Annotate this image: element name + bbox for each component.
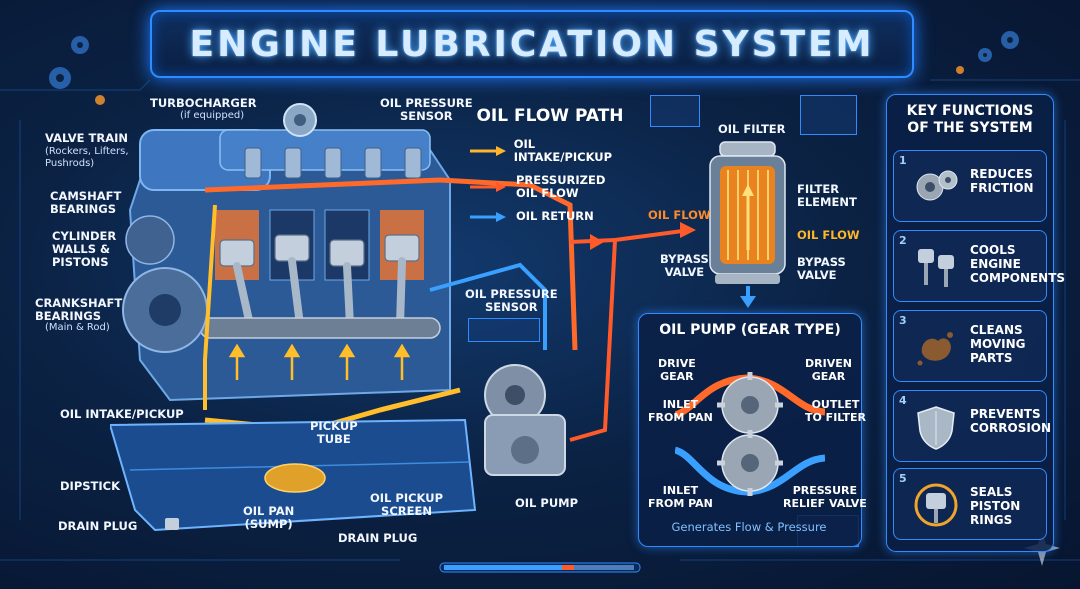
oil-pressure-sensor-mid-label: OIL PRESSURE SENSOR [465, 287, 558, 314]
function-label: CLEANS MOVING PARTS [970, 323, 1026, 365]
legend-label: PRESSURIZED OIL FLOW [516, 173, 606, 200]
gears-icon [916, 170, 958, 201]
arrow-icon [470, 146, 506, 156]
filter-element-label: FILTER ELEMENT [797, 182, 857, 209]
oil-pump-illustration [484, 364, 566, 476]
pickup-tube-label: PICKUP TUBE [310, 419, 358, 446]
bypass-valve-right-label: BYPASS VALVE [797, 255, 846, 282]
function-label: REDUCES FRICTION [970, 167, 1034, 195]
dipstick-label: DIPSTICK [60, 479, 121, 493]
oil-filter-title: OIL FILTER [718, 122, 786, 136]
gear-icon [49, 36, 105, 105]
sludge-icon [917, 332, 953, 366]
legend-item-return: OIL RETURN [470, 210, 630, 223]
crankshaft-bearings-label: CRANKSHAFT BEARINGS [35, 296, 123, 323]
function-card-2: 2 COOLS ENGINE COMPONENTS [893, 230, 1066, 302]
turbocharger-note: (if equipped) [180, 110, 245, 121]
oil-pump-label: OIL PUMP [515, 496, 579, 510]
function-card-4: 4 PREVENTS CORROSION [893, 390, 1052, 462]
function-label: COOLS ENGINE COMPONENTS [970, 243, 1066, 285]
function-number: 3 [899, 314, 907, 327]
function-card-3: 3 CLEANS MOVING PARTS [893, 310, 1047, 382]
arrow-down-icon [740, 296, 756, 308]
engine-illustration [110, 103, 578, 532]
drain-plug-left-label: DRAIN PLUG [58, 519, 138, 533]
oil-intake-label: OIL INTAKE/PICKUP [60, 407, 184, 421]
function-card-5: 5 SEALS PISTON RINGS [893, 468, 1047, 540]
flow-arrows [569, 222, 696, 442]
shield-icon [917, 406, 955, 450]
legend-title: OIL FLOW PATH [476, 106, 624, 126]
function-number: 1 [899, 154, 907, 167]
outlet-label: OUTLET TO FILTER [805, 398, 866, 424]
legend-item-pressurized: PRESSURIZED OIL FLOW [470, 174, 630, 200]
function-number: 4 [899, 394, 907, 407]
bypass-valve-left-label: BYPASS VALVE [660, 252, 709, 279]
legend-item-intake: OIL INTAKE/PICKUP [470, 138, 630, 164]
filter-flow-out-label: OIL FLOW [797, 228, 860, 242]
function-number: 5 [899, 472, 907, 485]
tech-note-box [650, 95, 700, 127]
filter-flow-in-label: OIL FLOW [648, 208, 711, 222]
key-functions-title: KEY FUNCTIONS OF THE SYSTEM [906, 103, 1034, 136]
legend: OIL FLOW PATH OIL INTAKE/PICKUP PRESSURI… [470, 106, 630, 233]
gear-icon [956, 31, 1019, 74]
oil-pickup-screen-label: OIL PICKUP SCREEN [370, 491, 444, 518]
oil-filter-illustration [709, 141, 786, 298]
tech-note-box [800, 95, 857, 135]
turbocharger-label: TURBOCHARGER [150, 96, 257, 110]
cylinder-walls-label: CYLINDER WALLS & PISTONS [52, 229, 117, 269]
inlet-bottom-label: INLET FROM PAN [648, 484, 713, 510]
legend-label: OIL INTAKE/PICKUP [513, 137, 613, 164]
valve-train-note: (Rockers, Lifters, Pushrods) [45, 146, 129, 169]
oil-pan-label: OIL PAN (SUMP) [243, 504, 295, 531]
page-title: ENGINE LUBRICATION SYSTEM [189, 23, 875, 65]
drain-plug-bottom-label: DRAIN PLUG [338, 531, 418, 545]
pressure-relief-label: PRESSURE RELIEF VALVE [783, 484, 867, 510]
sensor-note-box [468, 318, 540, 342]
title-plate: ENGINE LUBRICATION SYSTEM [150, 10, 914, 78]
function-card-1: 1 REDUCES FRICTION [893, 150, 1047, 222]
gear-pump-diagram [675, 372, 825, 496]
inlet-top-label: INLET FROM PAN [648, 398, 713, 424]
oil-pressure-sensor-top-label: OIL PRESSURE SENSOR [380, 96, 473, 123]
function-label: SEALS PISTON RINGS [970, 485, 1021, 527]
pump-caption: Generates Flow & Pressure [671, 520, 827, 534]
piston-ring-icon [914, 483, 958, 527]
oil-pump-panel-title: OIL PUMP (GEAR TYPE) [659, 322, 841, 338]
driven-gear-label: DRIVEN GEAR [805, 357, 852, 383]
arrow-icon [470, 182, 506, 192]
valve-train-label: VALVE TRAIN [45, 131, 129, 145]
legend-label: OIL RETURN [516, 209, 594, 223]
camshaft-bearings-label: CAMSHAFT BEARINGS [50, 189, 122, 216]
arrow-icon [470, 211, 506, 222]
function-label: PREVENTS CORROSION [970, 407, 1052, 435]
drive-gear-label: DRIVE GEAR [658, 357, 696, 383]
pistons-icon [918, 249, 954, 287]
function-number: 2 [899, 234, 907, 247]
crankshaft-note: (Main & Rod) [45, 322, 110, 333]
